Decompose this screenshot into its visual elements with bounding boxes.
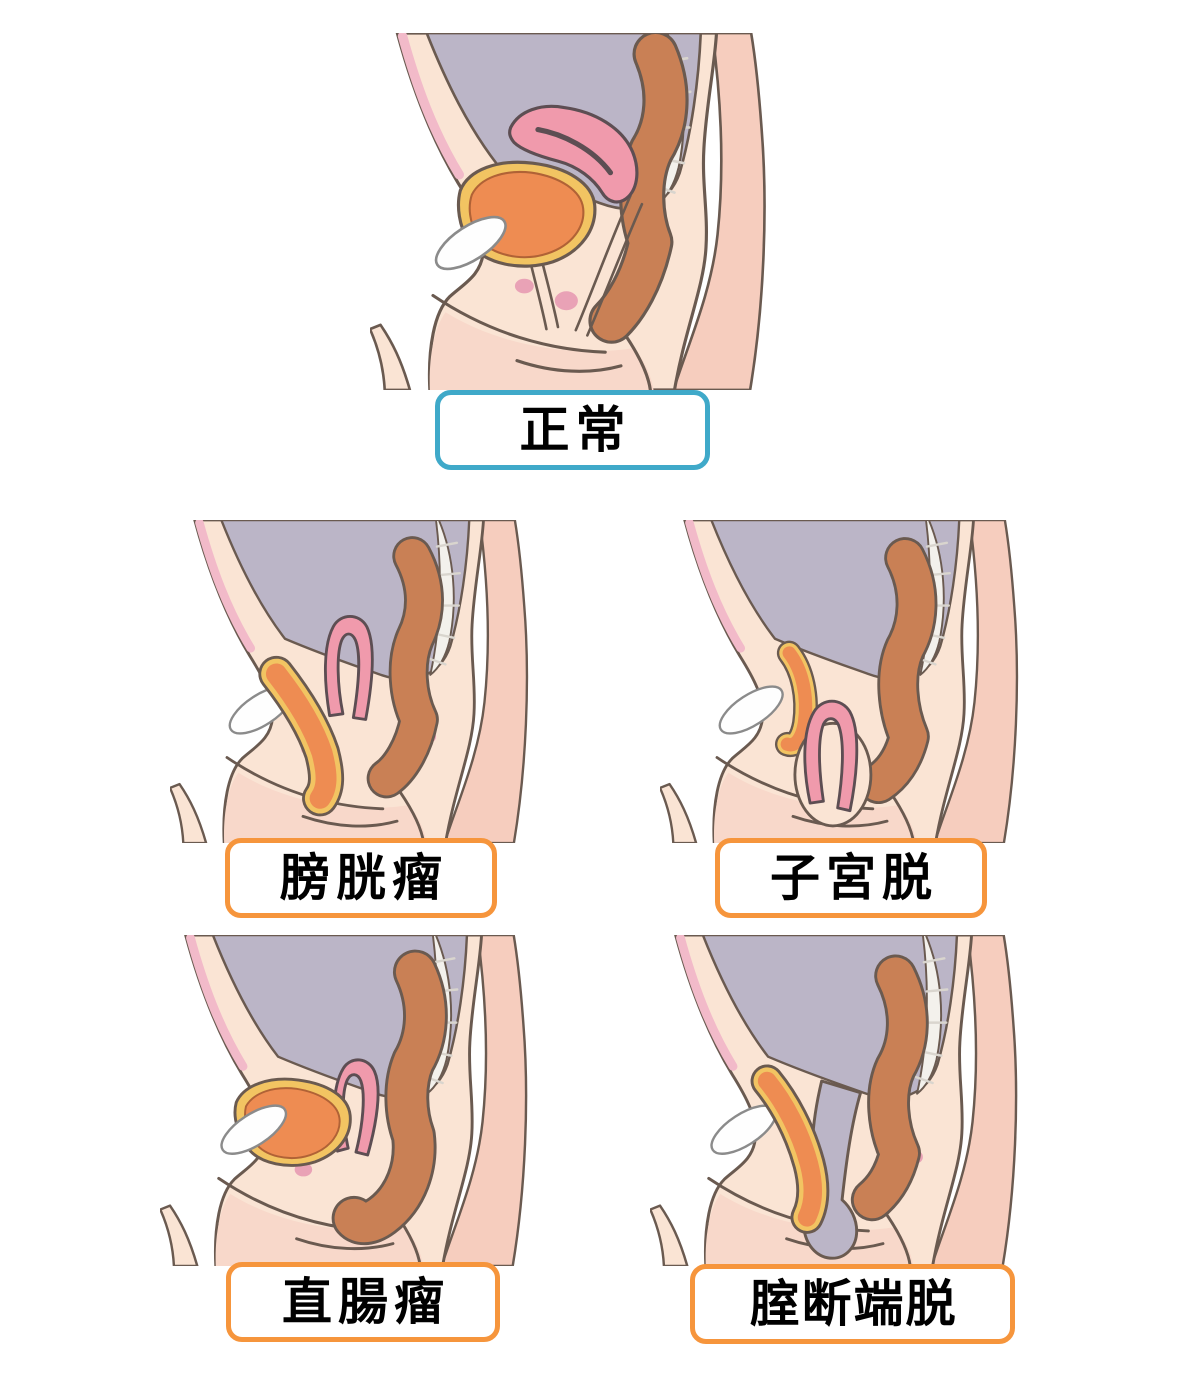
back-skin-band: [930, 935, 1018, 1266]
bladder-shape-fill: [780, 646, 813, 752]
sacrum-hatch-line: [921, 1050, 943, 1057]
sacrum-hatch-line: [925, 988, 949, 993]
panel-normal-illustration: [370, 33, 790, 390]
abdominal-muscle-stripe: [685, 520, 746, 653]
pubic-bone: [434, 215, 507, 271]
pubic-bone: [220, 1104, 288, 1155]
sacrum-hatch-line: [925, 541, 949, 548]
pelvis-cross-section-uterine-prolapse: [660, 520, 1019, 843]
back-skin-band: [440, 935, 528, 1266]
bladder-prolapsed-shape-fill: [265, 663, 337, 809]
rectum-shape-fill: [853, 957, 926, 1219]
perineal-muscle-blob: [514, 278, 534, 294]
rectum-shape-fill: [591, 34, 686, 341]
left-leg-sliver: [160, 1204, 199, 1266]
pelvis-cross-section-vault-prolapse: [650, 935, 1018, 1266]
body-crease-line: [622, 331, 652, 390]
pelvis-cross-section-normal: [370, 33, 766, 390]
label-normal: 正常: [435, 390, 710, 470]
panel-rectocele-illustration: [160, 935, 550, 1266]
label-uterine-prolapse: 子宮脱: [715, 838, 987, 918]
body-crease-line: [431, 293, 607, 354]
sacrum-hatch-line: [428, 657, 447, 666]
sacrum-hatch-line: [922, 957, 946, 964]
label-rectocele-text: 直腸瘤: [282, 1274, 450, 1330]
abdominal-muscle-stripe: [186, 935, 248, 1071]
label-uterine-prolapse-text: 子宮脱: [770, 850, 938, 906]
left-leg-sliver: [370, 323, 412, 390]
panel-vault-prolapse-illustration: [650, 935, 1040, 1266]
body-crease-line: [515, 359, 623, 373]
vagina-channel-line: [574, 194, 632, 332]
uterine-canal-slit: [535, 126, 614, 176]
left-leg-sliver: [650, 1204, 689, 1266]
abdominal-muscle-stripe: [676, 935, 738, 1071]
label-cystocele-text: 膀胱瘤: [280, 850, 448, 906]
label-rectocele: 直腸瘤: [226, 1262, 500, 1342]
pubic-bone: [718, 685, 784, 735]
panel-cystocele-illustration: [170, 520, 550, 843]
back-skin-band: [672, 33, 766, 390]
pelvis-cross-section-rectocele: [160, 935, 528, 1266]
sacrum-hatch-line: [434, 632, 456, 639]
vagina-channel-line: [586, 202, 644, 337]
sacrum-hatch-line: [432, 957, 456, 964]
uterus-prolapsed-shape: [803, 699, 859, 813]
body-crease-line: [301, 814, 399, 828]
rectum-shape-fill: [860, 539, 935, 802]
back-skin-band: [443, 520, 529, 843]
left-leg-sliver: [170, 782, 208, 843]
label-normal-text: 正常: [519, 402, 632, 458]
pelvis-cross-section-cystocele: [170, 520, 529, 843]
body-crease-line: [295, 1237, 395, 1251]
perineal-muscle-blob: [554, 291, 578, 311]
sacrum-hatch-line: [438, 572, 461, 577]
uterus-shape: [324, 615, 374, 721]
label-cystocele: 膀胱瘤: [225, 838, 497, 918]
rectum-shape-fill: [369, 539, 442, 796]
left-leg-sliver: [660, 782, 698, 843]
bladder-shape-fill: [757, 1071, 823, 1227]
abdominal-muscle-stripe: [195, 520, 256, 653]
rectum-prolapsed-shape-fill: [334, 952, 445, 1243]
body-crease-line: [884, 1211, 912, 1266]
sacrum-hatch-line: [435, 541, 459, 548]
back-skin-band: [933, 520, 1019, 843]
abdominal-muscle-stripe: [397, 33, 464, 180]
label-vault-prolapse-text: 腟断端脱: [749, 1276, 958, 1332]
label-vault-prolapse: 腟断端脱: [690, 1264, 1015, 1344]
sacrum-hatch-line: [914, 1075, 934, 1085]
panel-uterine-prolapse-illustration: [660, 520, 1040, 843]
